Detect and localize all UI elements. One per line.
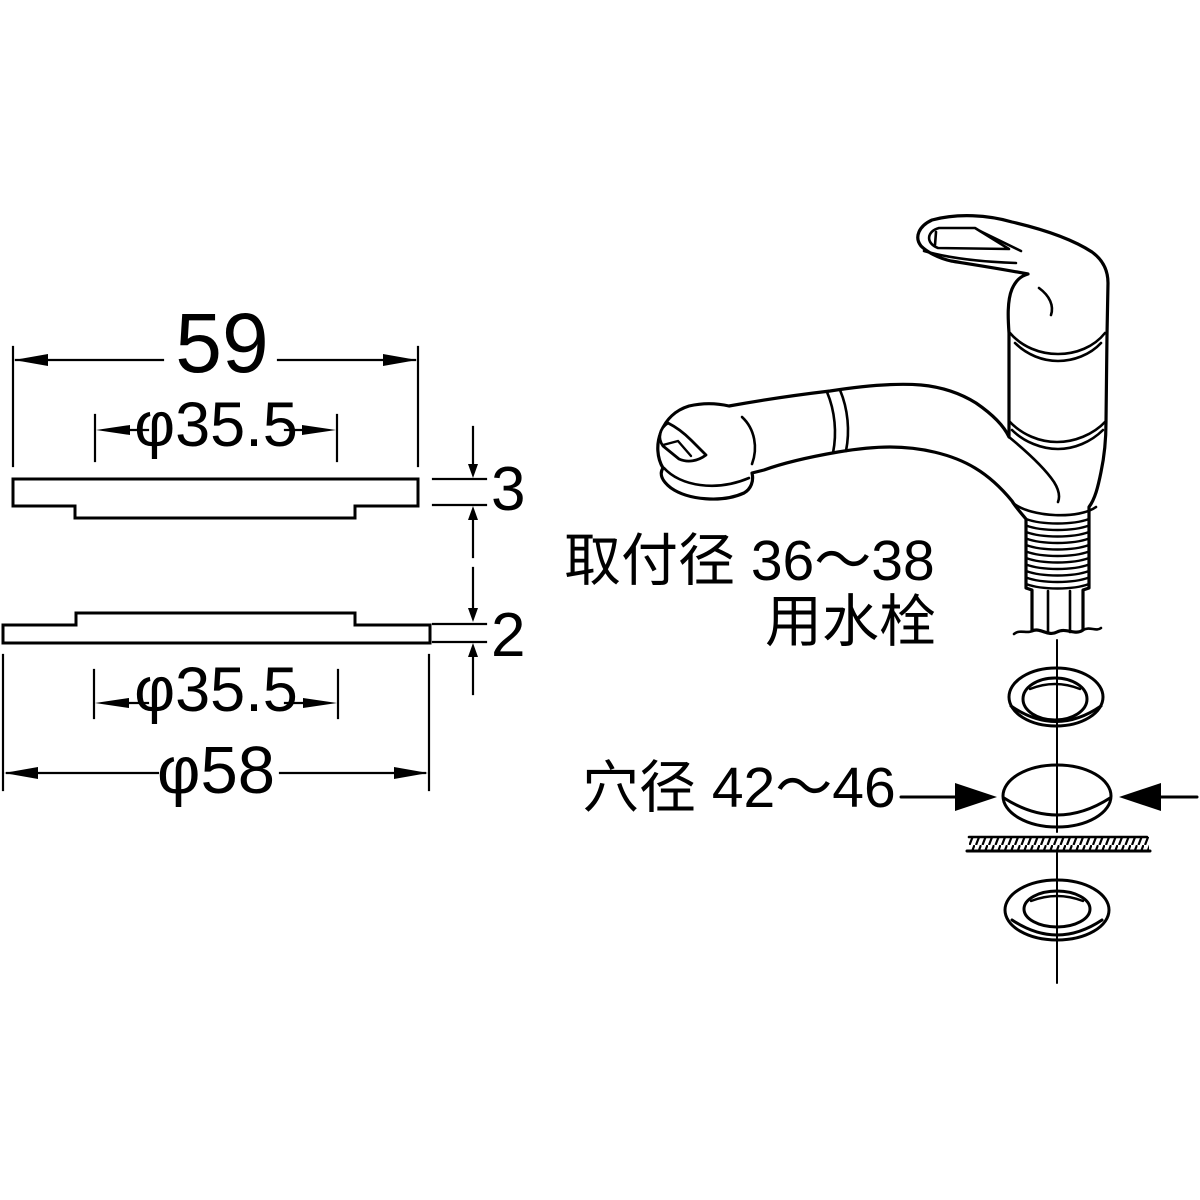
body-seam-lower	[1010, 428, 1105, 451]
spout-front-edge	[1007, 435, 1061, 504]
body-seam-upper	[1007, 419, 1108, 444]
hole-pointer-arrows	[899, 783, 1199, 811]
dim-label-bottom-outer-diameter: φ58	[157, 733, 275, 808]
dimension-arrowheads	[4, 354, 478, 779]
note-mounting-diameter-line2: 用水栓	[765, 590, 936, 654]
thread-lines	[1024, 517, 1091, 590]
note-mounting-diameter-line1: 取付径 36〜38	[564, 529, 935, 593]
faucet-detail-lines	[662, 226, 1108, 636]
faucet-illustration	[656, 214, 1110, 636]
handle-hole-notch	[933, 230, 938, 247]
handle-underside-line	[922, 249, 1018, 265]
dim-label-bottom-inner-diameter: φ35.5	[134, 655, 298, 725]
cap-seam-lower	[1013, 341, 1103, 363]
spray-head-knob-fold	[661, 439, 693, 458]
break-line-extensions	[1012, 626, 1103, 636]
handle-hole-diagonal	[978, 229, 1023, 253]
dim-label-top-thickness: 3	[491, 455, 526, 524]
spray-head-collar	[662, 466, 751, 488]
neck-crease	[1037, 286, 1054, 317]
spray-head-crease	[740, 415, 757, 466]
bottom-gasket-profile	[1, 611, 432, 645]
supply-pipes	[1046, 589, 1072, 635]
spout-seam-left	[825, 390, 837, 455]
handle-hole	[927, 226, 1011, 251]
dimension-lines	[1, 345, 488, 792]
faucet-body-outline	[656, 214, 1110, 635]
spout-seam-right	[838, 388, 850, 453]
top-gasket-profile	[11, 477, 420, 520]
counter-deck-hatch	[965, 835, 1152, 853]
note-hole-diameter: 穴径 42〜46	[582, 756, 896, 820]
spray-head-knob	[658, 421, 708, 463]
dim-label-top-width: 59	[175, 296, 269, 390]
base-boss-arc	[1011, 501, 1098, 517]
cap-seam-upper	[1008, 331, 1107, 356]
mount-assembly	[899, 639, 1199, 984]
dim-label-bottom-thickness: 2	[491, 601, 526, 670]
gasket-cross-sections	[1, 345, 488, 792]
dim-label-top-inner-diameter: φ35.5	[134, 390, 298, 460]
